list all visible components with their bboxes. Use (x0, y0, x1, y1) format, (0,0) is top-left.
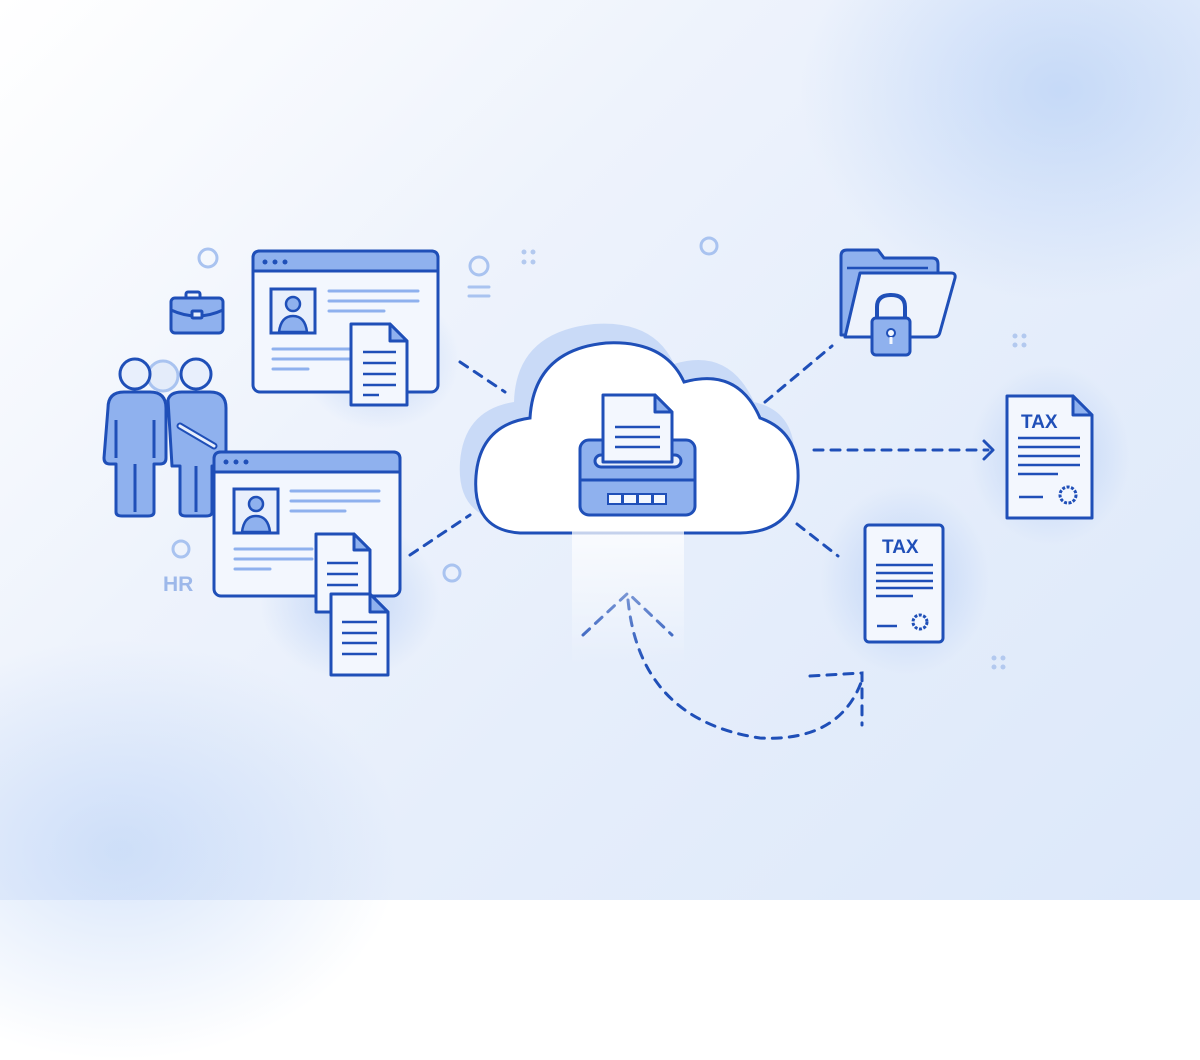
tax-label: TAX (1021, 412, 1058, 433)
document-icon (329, 592, 390, 677)
profile-window-icon (212, 450, 402, 598)
people-handshake-icon (102, 357, 228, 518)
tax-document-icon: TAX (863, 523, 945, 644)
folder-lock-icon (839, 248, 957, 357)
decorative-dots (171, 236, 719, 583)
hr-label: HR (163, 573, 193, 596)
cloud-printer-icon (459, 323, 800, 665)
document-icon (349, 322, 409, 407)
tax-document-icon: TAX (1005, 394, 1094, 520)
briefcase-icon (169, 290, 225, 335)
tax-label: TAX (882, 537, 919, 558)
hr-cloud-tax-diagram: HR (102, 236, 1130, 740)
profile-window-icon (251, 249, 440, 394)
